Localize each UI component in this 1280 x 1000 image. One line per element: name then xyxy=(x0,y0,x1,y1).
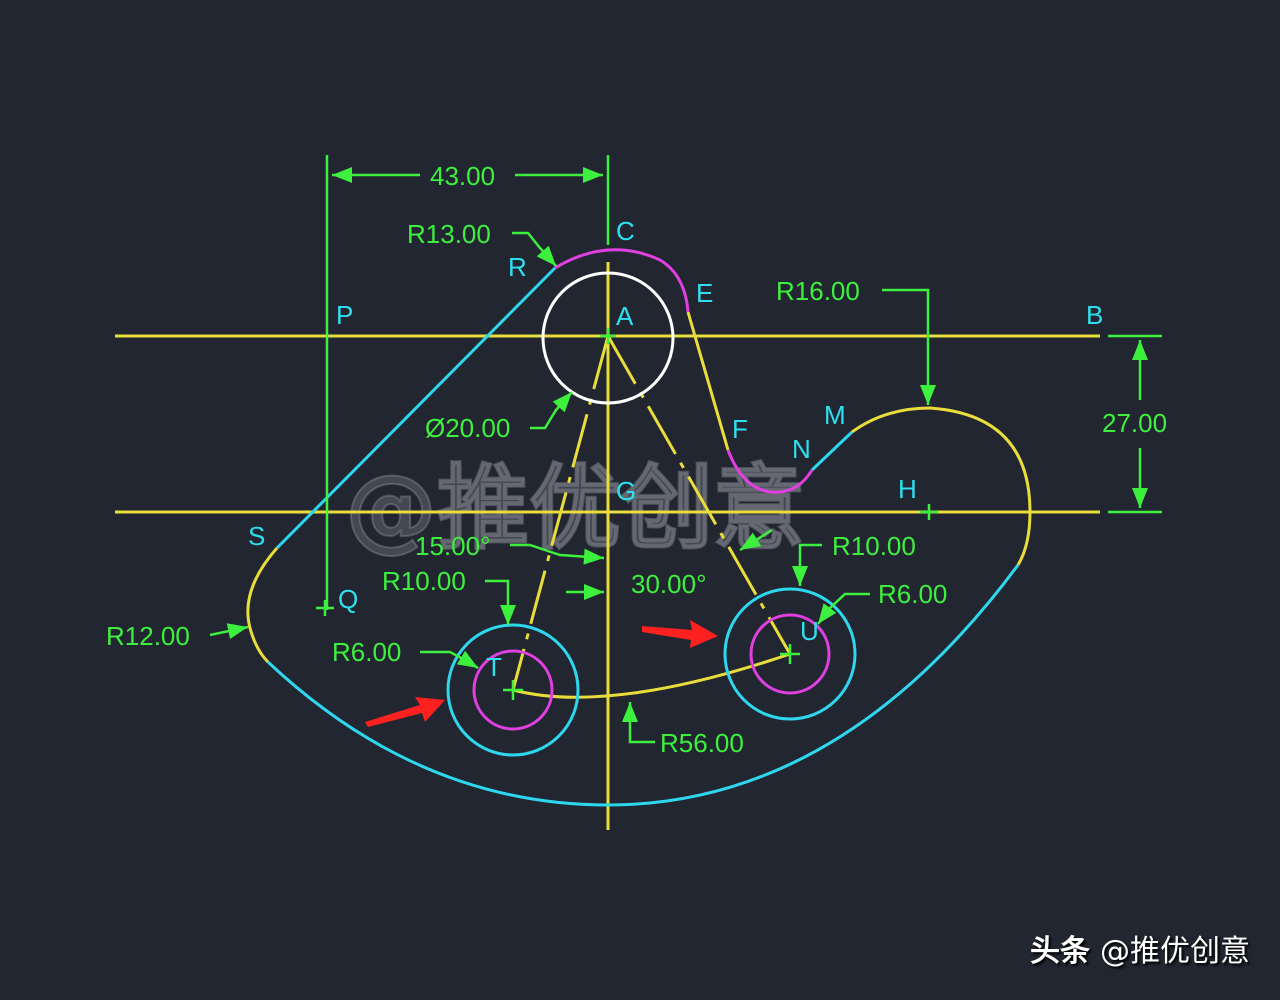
arc-r12 xyxy=(246,547,279,664)
dim-r10-left: R10.00 xyxy=(382,566,466,596)
red-arrow-right xyxy=(642,620,718,648)
hole-circle-dia20 xyxy=(541,271,675,405)
label-p: P xyxy=(336,300,353,330)
radial-line-a-u xyxy=(606,335,792,655)
line-n-m xyxy=(810,430,854,472)
arc-f-n xyxy=(726,449,814,494)
dim-r6-left: R6.00 xyxy=(332,637,401,667)
dim-r16: R16.00 xyxy=(776,276,860,306)
center-marks xyxy=(316,328,938,700)
label-n: N xyxy=(792,434,811,464)
outline-cyan xyxy=(266,266,1020,807)
label-t: T xyxy=(486,652,502,682)
label-g: G xyxy=(616,476,636,506)
red-arrows xyxy=(365,620,718,727)
label-s: S xyxy=(248,521,265,551)
label-r: R xyxy=(508,252,527,282)
label-c: C xyxy=(616,216,635,246)
label-e: E xyxy=(696,278,713,308)
outer-arc-bottom xyxy=(266,564,1020,807)
dim-r56: R56.00 xyxy=(660,728,744,758)
point-labels: C R E A P B F N M G H S Q T U xyxy=(248,216,1103,682)
label-q: Q xyxy=(338,584,358,614)
dimension-texts: 43.00 27.00 R13.00 R16.00 Ø20.00 15.00° … xyxy=(106,161,1167,758)
arc-r16 xyxy=(851,406,1032,566)
dim-r12: R12.00 xyxy=(106,621,190,651)
label-b: B xyxy=(1086,300,1103,330)
circle-u-r10 xyxy=(723,587,857,721)
label-u: U xyxy=(800,616,819,646)
dim-angle15: 15.00° xyxy=(415,531,490,561)
circle-u-r6 xyxy=(749,613,831,695)
arc-r13-top xyxy=(554,248,690,313)
dimension-lines xyxy=(209,155,1162,744)
label-h: H xyxy=(898,474,917,504)
red-arrow-left xyxy=(365,697,445,727)
label-a: A xyxy=(616,301,634,331)
credit-platform: 头条 xyxy=(1030,934,1090,969)
tangent-line-r-s xyxy=(275,266,557,550)
arc-r56 xyxy=(512,652,791,699)
source-credit: 头条 @推优创意 xyxy=(1030,926,1250,970)
label-f: F xyxy=(732,414,748,444)
line-e-f xyxy=(686,311,730,451)
radial-line-a-t xyxy=(511,335,610,691)
dim-angle30: 30.00° xyxy=(631,569,706,599)
circle-t-r6 xyxy=(472,649,554,731)
dim-dia20: Ø20.00 xyxy=(425,413,510,443)
dim-r6-right: R6.00 xyxy=(878,579,947,609)
dim-27: 27.00 xyxy=(1102,408,1167,438)
arcs-magenta xyxy=(472,248,831,731)
label-m: M xyxy=(824,400,846,430)
dim-r10-right: R10.00 xyxy=(832,531,916,561)
circle-t-r10 xyxy=(446,623,580,757)
dim-r13: R13.00 xyxy=(407,219,491,249)
watermark-text: @推优创意 xyxy=(345,455,805,562)
dim-43: 43.00 xyxy=(430,161,495,191)
credit-handle: @推优创意 xyxy=(1100,934,1250,969)
